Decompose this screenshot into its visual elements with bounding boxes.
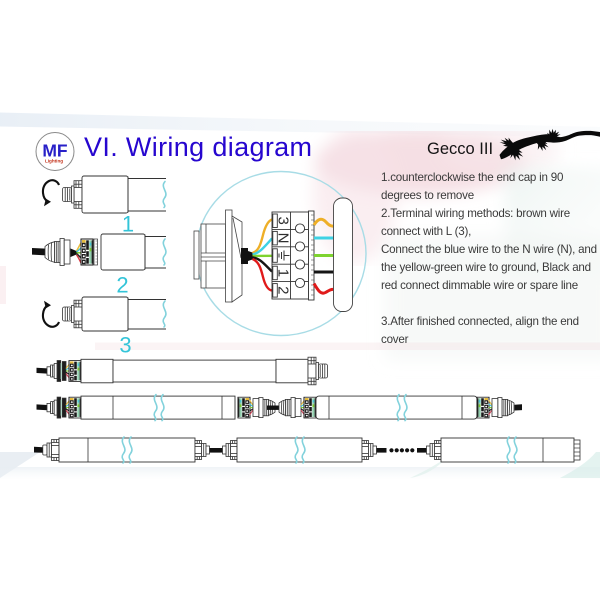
svg-text:degrees to remove: degrees to remove bbox=[381, 189, 474, 202]
svg-text:1.counterclockwise the end cap: 1.counterclockwise the end cap in 90 bbox=[381, 171, 563, 184]
svg-text:Lighting: Lighting bbox=[45, 159, 63, 164]
svg-text:3: 3 bbox=[119, 333, 131, 358]
svg-text:3.After finished connected, al: 3.After finished connected, align the en… bbox=[381, 315, 579, 328]
svg-text:MF: MF bbox=[42, 141, 68, 161]
svg-text:N: N bbox=[275, 233, 292, 244]
svg-text:2.Terminal wiring methods: bro: 2.Terminal wiring methods: brown wire bbox=[381, 207, 570, 220]
svg-text:cover: cover bbox=[381, 333, 409, 346]
svg-text:1: 1 bbox=[275, 269, 292, 277]
svg-text:2: 2 bbox=[116, 273, 128, 298]
svg-text:connect with L (3),: connect with L (3), bbox=[381, 225, 471, 238]
svg-text:Gecco III: Gecco III bbox=[427, 140, 493, 158]
svg-text:3: 3 bbox=[275, 217, 292, 225]
svg-text:Connect the blue wire to the N: Connect the blue wire to the N wire (N),… bbox=[381, 243, 597, 256]
svg-text:1: 1 bbox=[122, 212, 134, 237]
svg-text:red connect dimmable wire or s: red connect dimmable wire or spare line bbox=[381, 279, 578, 292]
svg-text:VI. Wiring diagram: VI. Wiring diagram bbox=[84, 132, 312, 162]
svg-text:the yellow-green wire to groun: the yellow-green wire to ground, Black a… bbox=[381, 261, 591, 274]
svg-text:2: 2 bbox=[275, 286, 292, 294]
